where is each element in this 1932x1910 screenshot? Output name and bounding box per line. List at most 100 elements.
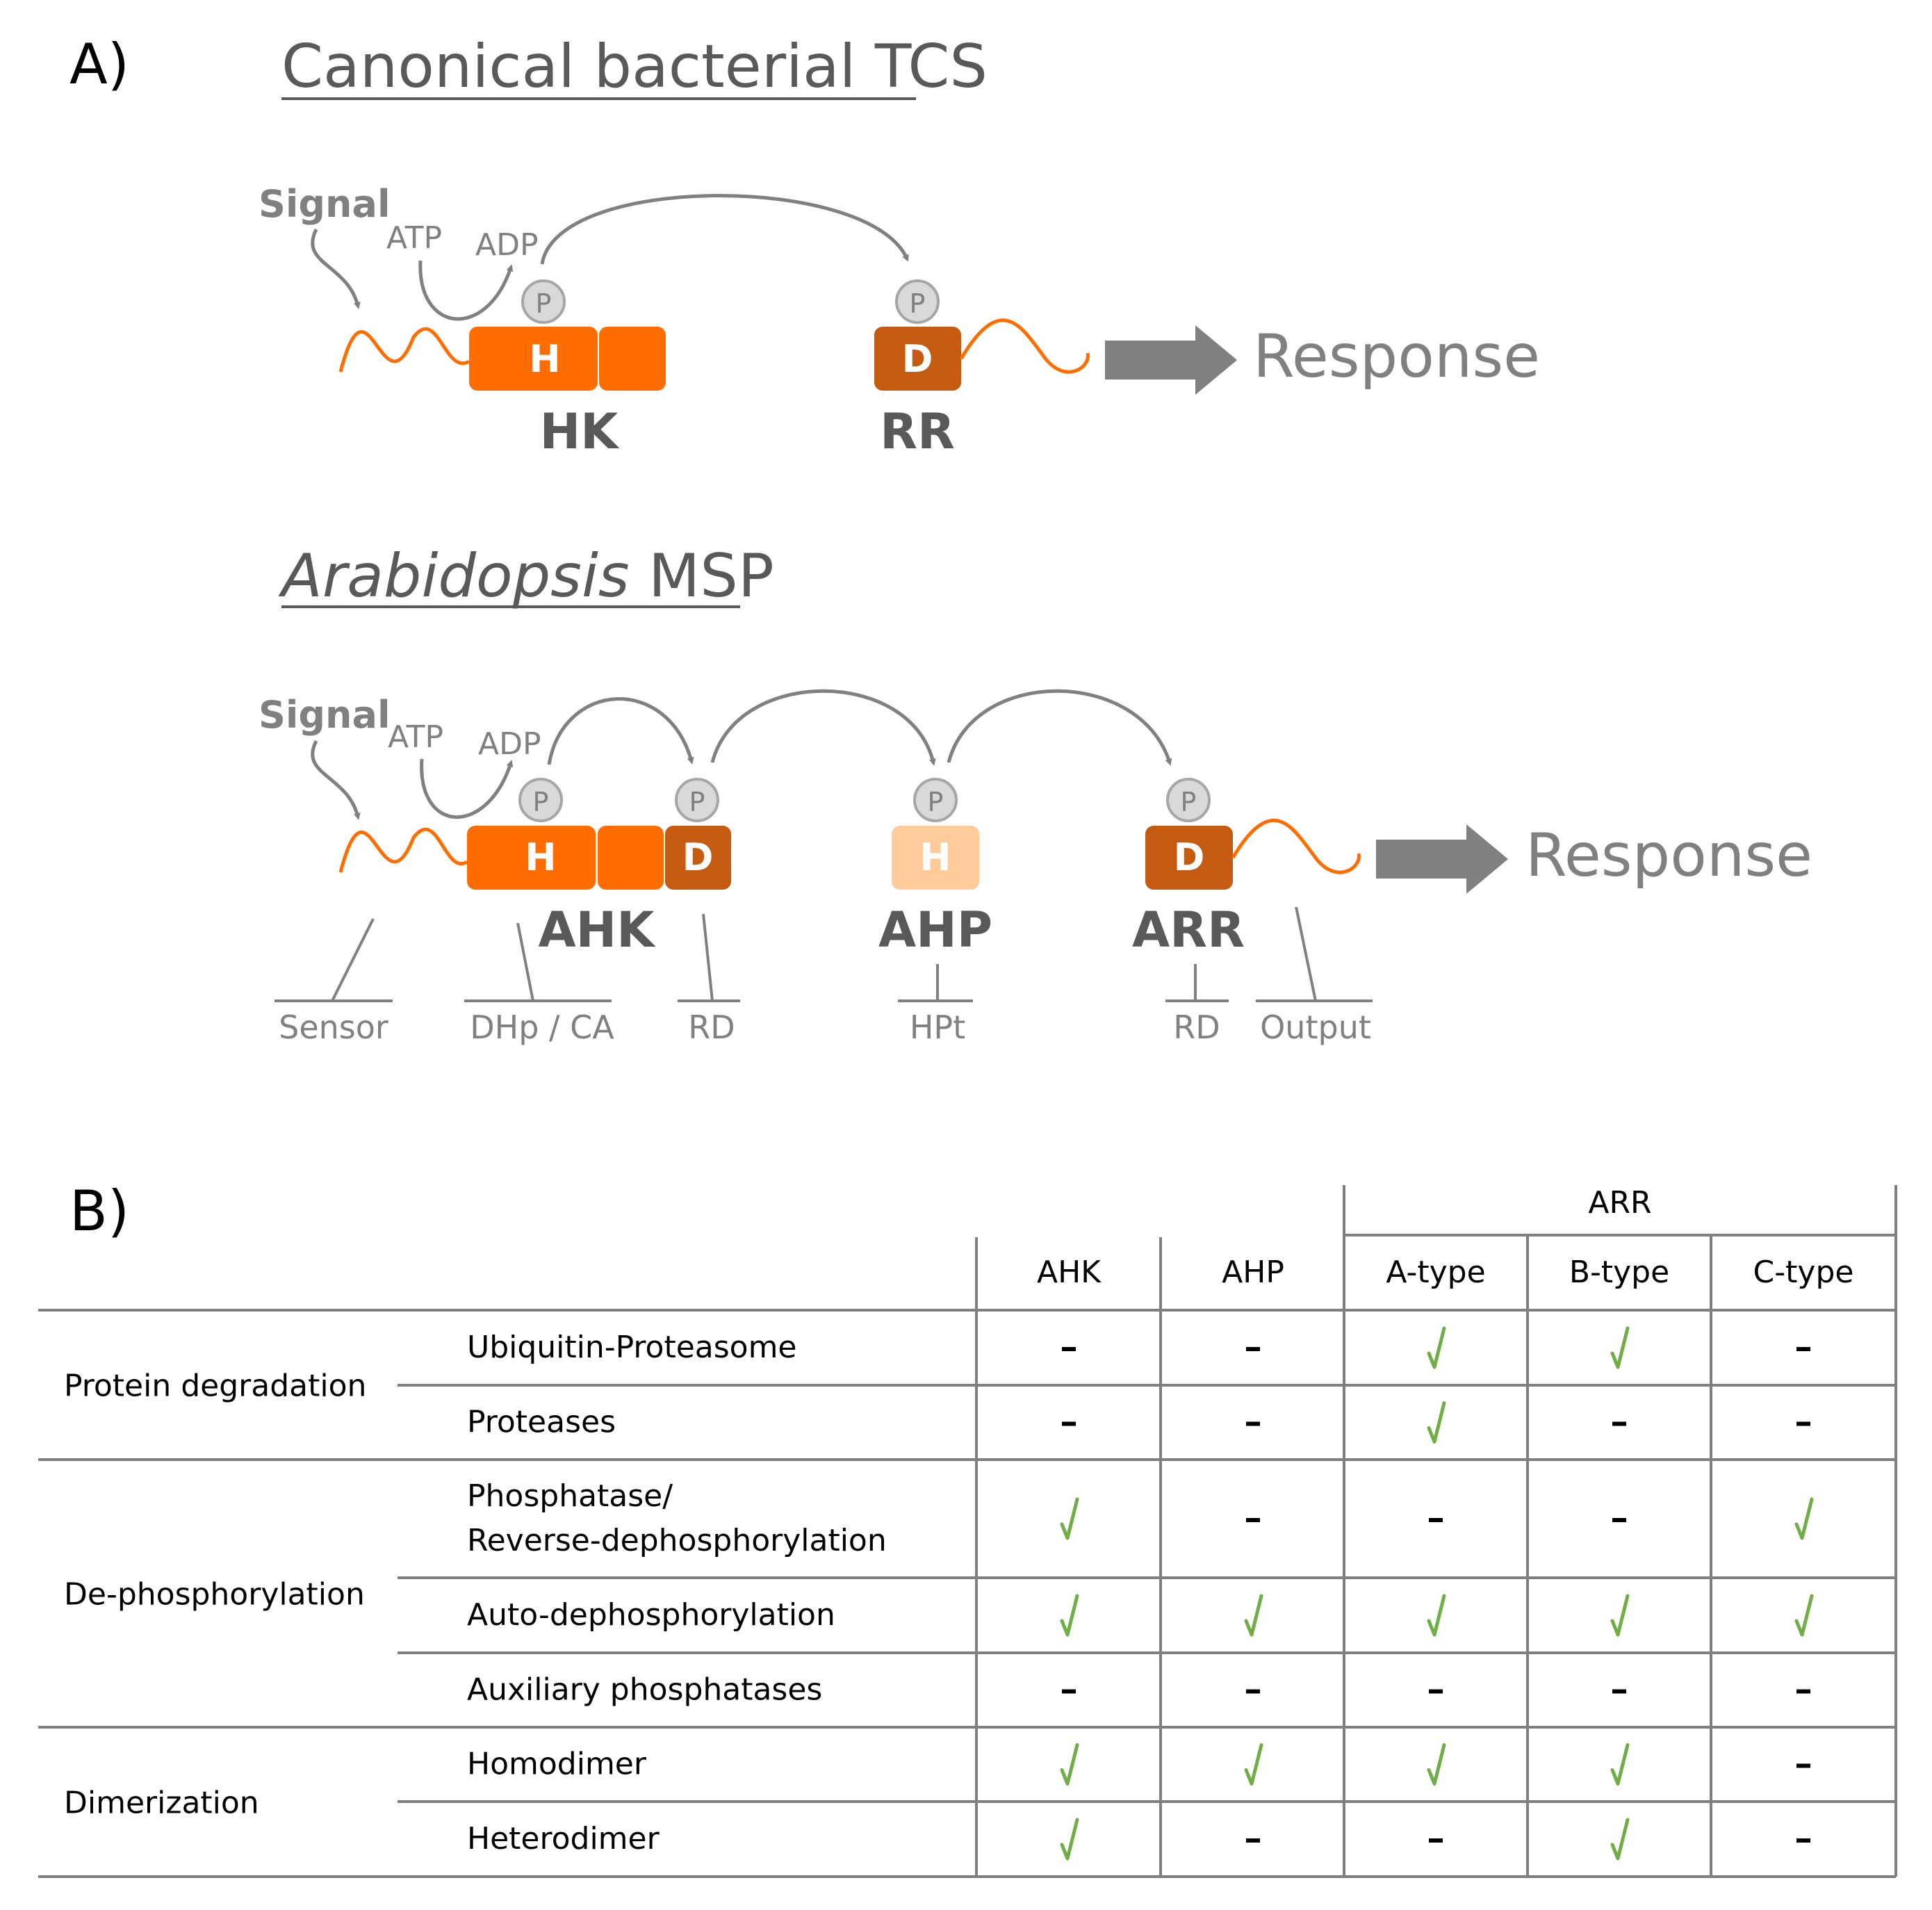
tcs-rr-phosphate-label: P (910, 288, 926, 319)
check-mark (1427, 1743, 1446, 1786)
tcs-hk-name: HK (540, 403, 621, 460)
check-mark (1610, 1818, 1630, 1861)
callout-rd1-label: RD (688, 1009, 735, 1046)
msp-ahk-ca-domain (598, 826, 664, 890)
tcs-atp-adp-arrow (418, 260, 514, 321)
check-mark (1427, 1401, 1446, 1444)
row-label: Proteases (467, 1405, 616, 1440)
column-header-b-type: B-type (1569, 1255, 1669, 1290)
msp-ahk-h-label: H (525, 835, 556, 879)
callout-sensor-label: Sensor (279, 1009, 388, 1046)
column-header-a-type: A-type (1386, 1255, 1485, 1290)
msp-arr-phosphate (1166, 778, 1211, 822)
msp-ahp-phosphate-label: P (928, 787, 944, 817)
msp-transfer-arrow-3 (947, 689, 1172, 766)
row-label: Heterodimer (467, 1821, 660, 1856)
group-label: Protein degradation (64, 1369, 366, 1404)
check-mark (1060, 1594, 1079, 1637)
column-header-c-type: C-type (1753, 1255, 1854, 1290)
group-label: Dimerization (64, 1786, 259, 1821)
msp-arr-phosphate-label: P (1181, 787, 1197, 817)
tcs-hk-phosphate-label: P (536, 288, 552, 319)
tcs-hk-ca-domain (599, 327, 666, 391)
tcs-hk-sensor-wave (338, 327, 470, 373)
msp-ahk-d-phosphate-label: P (689, 787, 705, 817)
check-mark (1794, 1594, 1814, 1637)
row-label: Homodimer (467, 1747, 647, 1782)
row-label: Auxiliary phosphatases (467, 1672, 822, 1708)
msp-title-italic: Arabidopsis (278, 541, 630, 611)
tcs-hk-h-label: H (529, 337, 560, 381)
row-label: Ubiquitin-Proteasome (467, 1330, 797, 1365)
row-label: Auto-dephosphorylation (467, 1597, 835, 1633)
tcs-rr-d-domain (874, 327, 961, 391)
callout-output-label: Output (1260, 1009, 1371, 1046)
callout-hpt-label: HPt (910, 1009, 965, 1046)
check-mark (1060, 1743, 1079, 1786)
callout-rd1-line (702, 913, 714, 1002)
column-header-ahk: AHK (1037, 1255, 1102, 1290)
msp-response-arrow (1376, 824, 1508, 894)
msp-ahp-name: AHP (878, 901, 992, 958)
tcs-hk-h-domain (469, 327, 598, 391)
tcs-diagram: Signal ATP ADP P H HK P D RR Response (259, 182, 1540, 460)
msp-transfer-arrow-1 (547, 697, 694, 765)
msp-ahk-d-domain (665, 826, 731, 890)
check-mark (1427, 1326, 1446, 1369)
panel-b-label: B) (69, 1179, 129, 1243)
tcs-adp-label: ADP (475, 227, 539, 263)
arr-group-header: ARR (1588, 1185, 1651, 1221)
msp-ahp-h-domain (892, 826, 979, 890)
check-mark (1610, 1743, 1630, 1786)
msp-arr-d-domain (1145, 826, 1233, 890)
column-header-ahp: AHP (1222, 1255, 1284, 1290)
row-label-line: Phosphatase/ (467, 1478, 673, 1514)
check-mark (1427, 1594, 1446, 1637)
msp-atp-adp-arrow (420, 758, 514, 819)
group-label: De-phosphorylation (64, 1577, 365, 1613)
msp-adp-label: ADP (478, 726, 541, 762)
tcs-rr-d-label: D (902, 337, 933, 381)
check-mark (1610, 1594, 1630, 1637)
msp-title: Arabidopsis MSP (278, 541, 774, 611)
check-mark (1060, 1497, 1079, 1540)
tcs-hk-phosphate (521, 279, 566, 324)
callout-output-line (1295, 906, 1317, 1002)
tcs-signal-label: Signal (259, 182, 390, 226)
row-label-line: Reverse-dephosphorylation (467, 1523, 887, 1558)
tcs-phosphotransfer-arrow (540, 194, 909, 265)
msp-signal-label: Signal (259, 693, 390, 737)
msp-signal-arrow (311, 740, 361, 820)
tcs-signal-arrow (311, 228, 361, 309)
tcs-atp-label: ATP (386, 220, 442, 256)
tcs-response-label: Response (1253, 322, 1540, 391)
msp-response-label: Response (1525, 821, 1812, 890)
msp-ahp-phosphate (913, 778, 958, 822)
msp-ahk-d-phosphate (675, 778, 719, 822)
callout-dhp-label: DHp / CA (470, 1009, 614, 1046)
msp-ahk-h-phosphate-label: P (533, 787, 549, 817)
tcs-rr-name: RR (880, 403, 955, 460)
msp-ahk-d-label: D (682, 835, 714, 879)
msp-title-rest: MSP (630, 541, 774, 611)
msp-ahk-sensor-wave (338, 827, 468, 873)
check-mark (1610, 1326, 1630, 1369)
panel-a-label: A) (69, 32, 129, 97)
msp-diagram: Signal ATP ADP P P H D AHK P H AHP P D A… (259, 689, 1812, 1046)
callout-dhp-line (516, 922, 534, 1002)
tcs-rr-output-wave (959, 318, 1090, 374)
check-mark (1794, 1497, 1814, 1540)
msp-arr-output-wave (1231, 818, 1361, 874)
msp-arr-name: ARR (1132, 901, 1245, 958)
check-mark (1244, 1594, 1263, 1637)
msp-ahk-h-domain (467, 826, 596, 890)
msp-ahk-h-phosphate (518, 778, 563, 822)
tcs-response-arrow (1105, 325, 1237, 395)
msp-atp-label: ATP (388, 719, 443, 755)
tcs-title: Canonical bacterial TCS (281, 32, 988, 101)
tcs-rr-phosphate (895, 279, 940, 324)
check-mark (1060, 1818, 1079, 1861)
check-mark (1244, 1743, 1263, 1786)
